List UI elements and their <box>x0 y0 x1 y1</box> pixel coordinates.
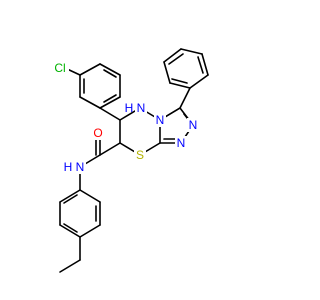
atom-n-b: N <box>177 136 186 150</box>
atom-n-ring: N <box>137 101 146 115</box>
bond <box>99 63 121 76</box>
bond <box>103 94 117 103</box>
atom-s: S <box>136 148 144 162</box>
atom-n-fused: N <box>156 113 165 127</box>
atom-n-amide: N <box>76 160 85 174</box>
bond <box>103 69 117 78</box>
bond <box>59 189 81 203</box>
bond <box>179 87 191 109</box>
bond <box>171 78 188 84</box>
bond <box>63 194 78 204</box>
bond <box>99 96 121 109</box>
atom-n-a: N <box>189 118 198 132</box>
atom-h-ring: H <box>125 101 134 115</box>
bond <box>99 142 121 156</box>
bond <box>201 53 209 76</box>
atom-labels: Cl N H N N N S O N H <box>51 61 199 174</box>
atom-o: O <box>93 126 102 140</box>
bond <box>163 61 171 84</box>
bond <box>169 82 191 89</box>
bond <box>189 74 209 89</box>
bond <box>168 53 184 65</box>
chemical-structure-diagram: Cl N H N N N S O N H <box>51 48 209 273</box>
bond <box>99 107 121 121</box>
bond <box>79 189 101 203</box>
bond <box>79 63 101 76</box>
atom-h-amide: H <box>64 160 73 174</box>
bond <box>79 96 101 109</box>
bond <box>59 224 81 238</box>
bond <box>180 48 203 55</box>
atom-cl: Cl <box>54 61 65 75</box>
bond <box>63 223 78 233</box>
bond <box>197 56 204 74</box>
bond <box>59 259 81 273</box>
bond <box>163 48 182 63</box>
bond <box>79 224 101 238</box>
